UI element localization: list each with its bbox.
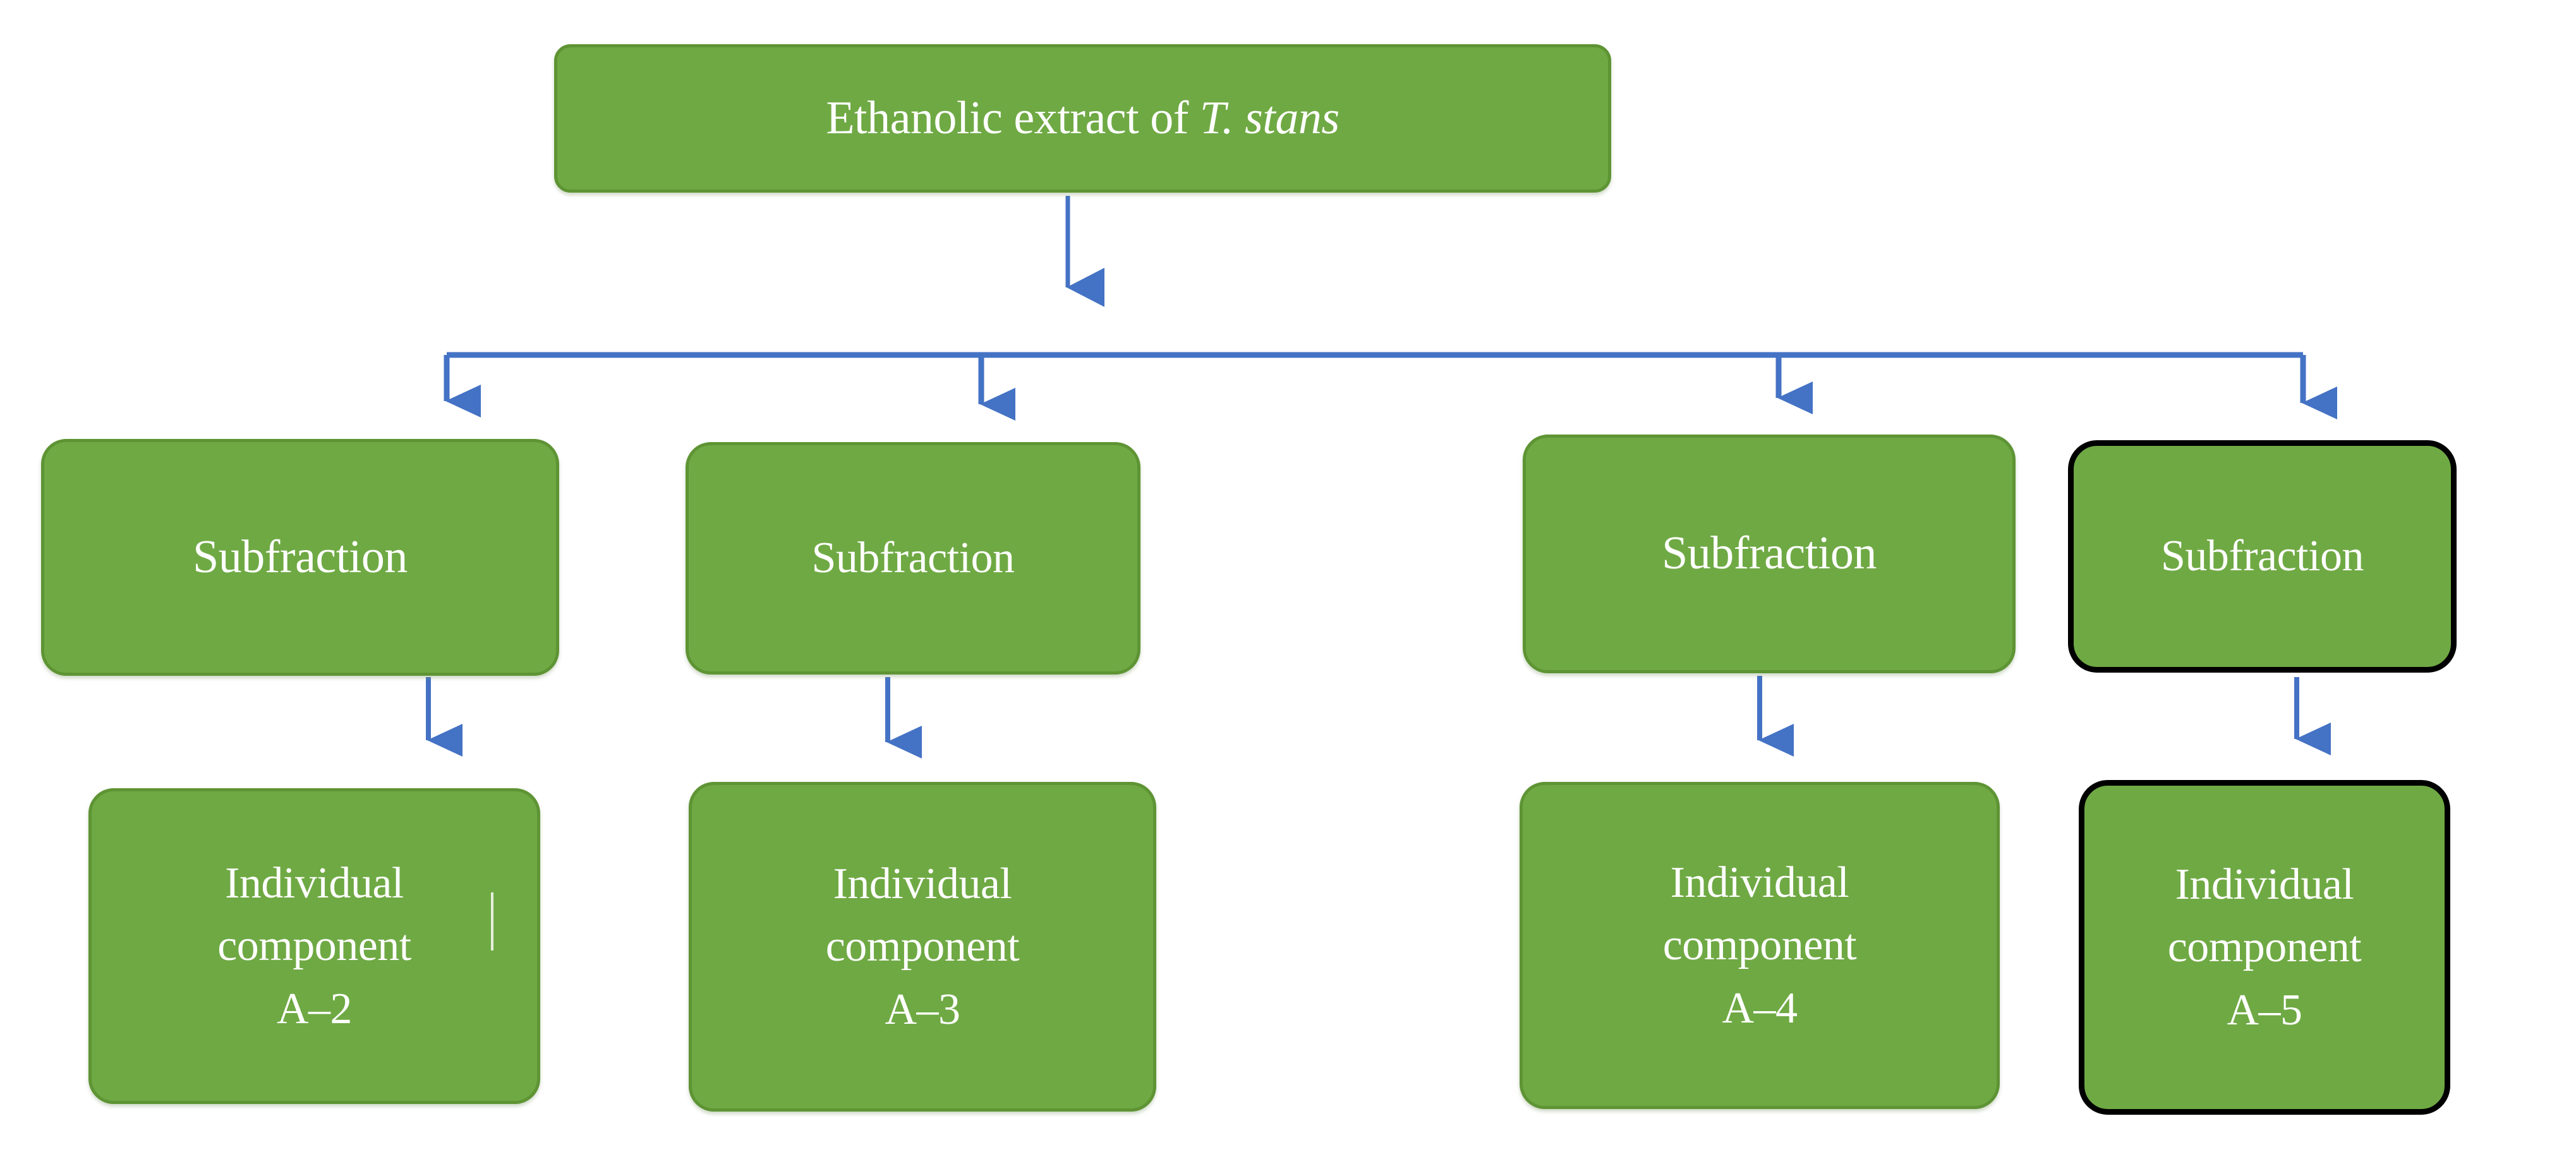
node-individual-component-a3[interactable]: Individual component A–3 [689, 782, 1156, 1112]
node-subfraction-3[interactable]: Subfraction [1523, 435, 2016, 673]
node-component-3-line3: A–4 [1722, 983, 1798, 1033]
node-component-4-line3: A–5 [2227, 985, 2302, 1035]
node-component-2-line1: Individual [833, 859, 1012, 908]
node-root-label-plain: Ethanolic extract of [826, 92, 1200, 144]
node-individual-component-a5-highlighted[interactable]: Individual component A–5 [2079, 780, 2450, 1115]
node-root-label-species: T. stans [1199, 92, 1339, 144]
node-component-4-text: Individual component A–5 [2168, 853, 2362, 1041]
node-component-1-line2: component [217, 921, 411, 971]
node-individual-component-a4[interactable]: Individual component A–4 [1520, 782, 2000, 1109]
node-subfraction-1[interactable]: Subfraction [41, 439, 559, 676]
node-subfraction-1-label: Subfraction [193, 531, 408, 583]
node-component-1-line1: Individual [225, 858, 404, 908]
node-subfraction-4-label: Subfraction [2160, 532, 2364, 581]
node-subfraction-4-highlighted[interactable]: Subfraction [2068, 440, 2457, 673]
node-individual-component-a2[interactable]: Individual component A–2 [88, 788, 540, 1104]
node-component-1-text: Individual component A–2 [217, 852, 411, 1040]
node-component-3-line1: Individual [1670, 858, 1849, 907]
node-component-1-line3: A–2 [276, 984, 353, 1033]
node-subfraction-3-label: Subfraction [1662, 527, 1877, 580]
text-caret-artifact [491, 892, 493, 951]
node-component-4-line2: component [2167, 923, 2362, 972]
node-root-label: Ethanolic extract of T. stans [826, 85, 1339, 152]
node-component-3-line2: component [1662, 921, 1857, 970]
node-ethanolic-extract[interactable]: Ethanolic extract of T. stans [554, 44, 1611, 193]
node-subfraction-2-label: Subfraction [811, 534, 1015, 583]
node-component-4-line1: Individual [2175, 860, 2354, 909]
node-component-2-line3: A–3 [885, 985, 960, 1034]
node-component-2-line2: component [825, 922, 1020, 971]
node-component-3-text: Individual component A–4 [1663, 851, 1857, 1040]
node-component-2-text: Individual component A–3 [826, 853, 1020, 1041]
node-subfraction-2[interactable]: Subfraction [686, 442, 1140, 675]
